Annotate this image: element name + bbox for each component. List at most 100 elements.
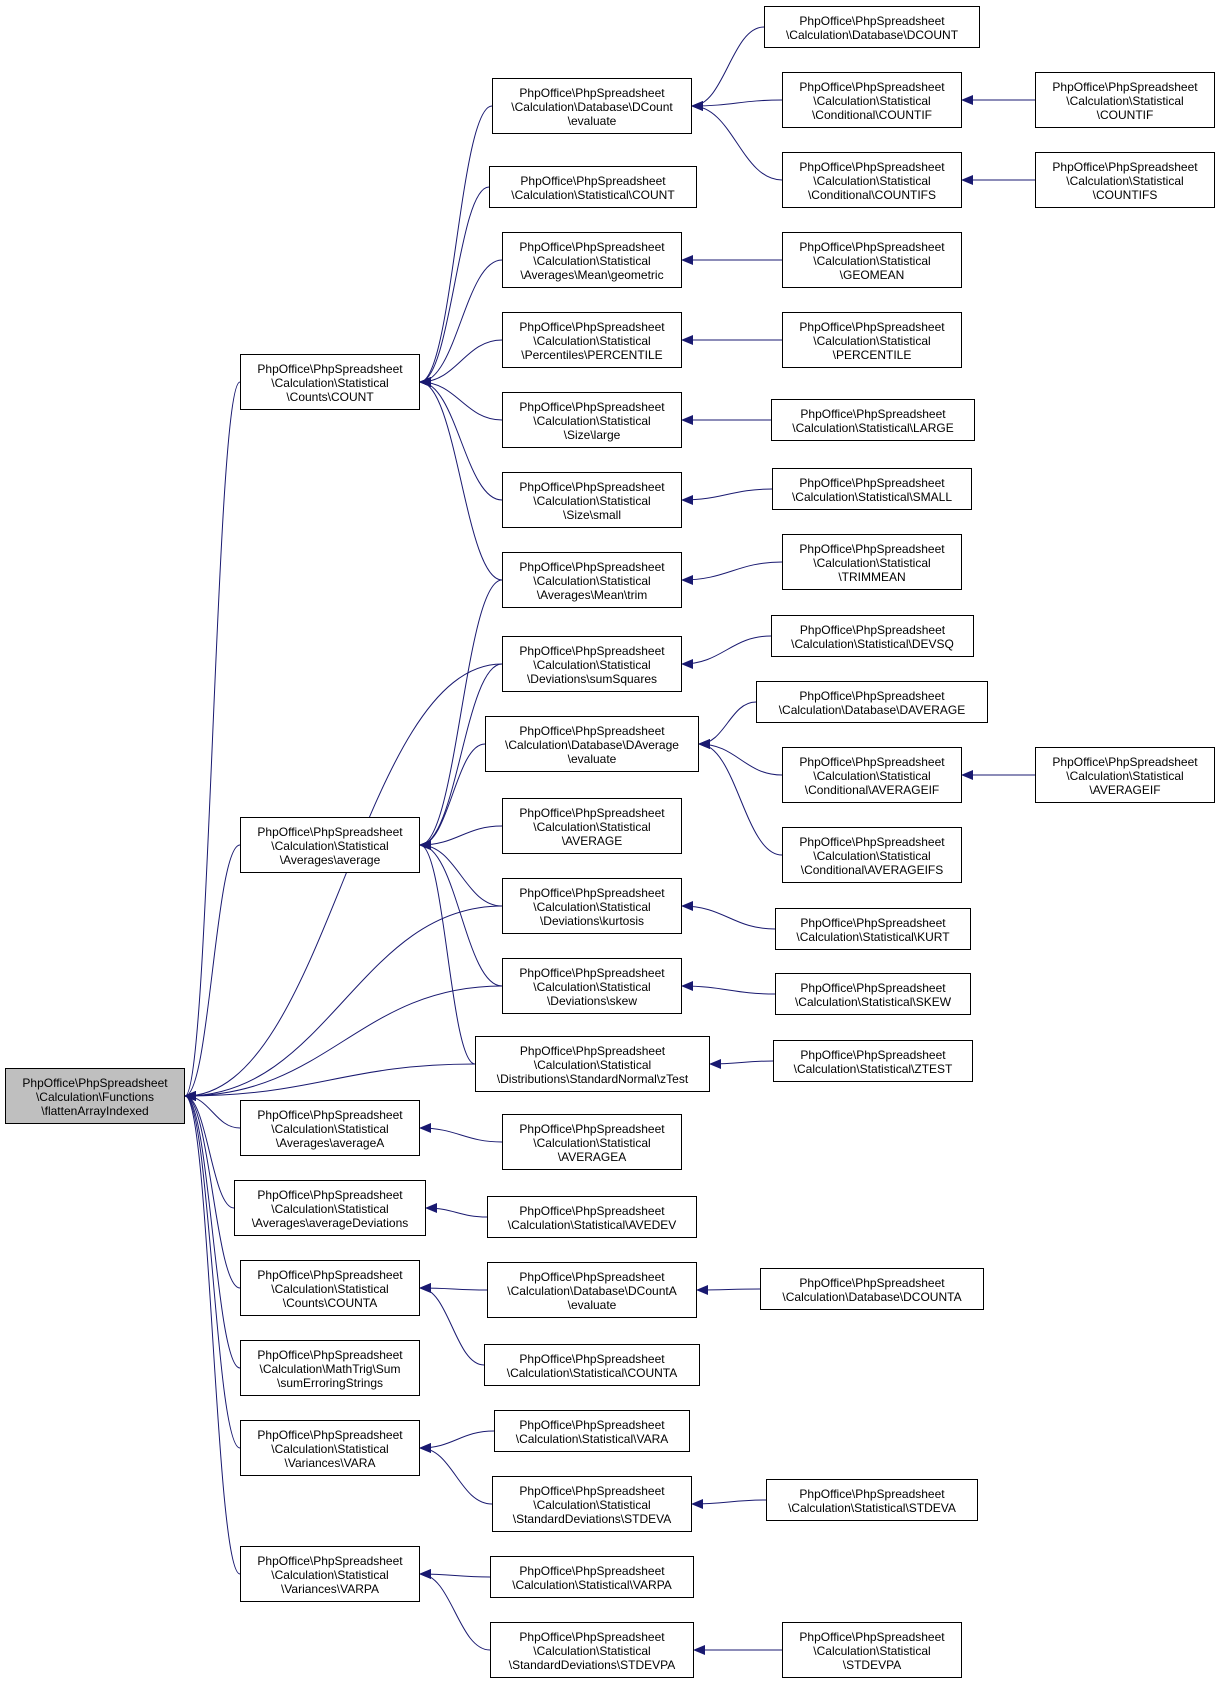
- edge-statDEVSQ-to-devSumSq: [681, 635, 772, 669]
- node-statSTDEVA[interactable]: PhpOffice\PhpSpreadsheet\Calculation\Sta…: [766, 1479, 978, 1521]
- node-label-line: \Calculation\Statistical\COUNT: [511, 188, 675, 202]
- node-statSTDEVPA[interactable]: PhpOffice\PhpSpreadsheet\Calculation\Sta…: [782, 1622, 962, 1678]
- node-label-line: \Calculation\Database\DCOUNTA: [782, 1290, 962, 1304]
- node-label-line: PhpOffice\PhpSpreadsheet: [799, 14, 945, 28]
- node-label-line: \Averages\averageDeviations: [251, 1216, 409, 1230]
- edge-devSumSq-to-root: [184, 663, 503, 1101]
- node-label-line: PhpOffice\PhpSpreadsheet: [257, 1108, 403, 1122]
- node-condCOUNTIFS[interactable]: PhpOffice\PhpSpreadsheet\Calculation\Sta…: [782, 152, 962, 208]
- node-sizeSmall[interactable]: PhpOffice\PhpSpreadsheet\Calculation\Sta…: [502, 472, 682, 528]
- node-label-line: PhpOffice\PhpSpreadsheet: [799, 835, 945, 849]
- edge-dcountaEval-to-countsCountA: [419, 1283, 488, 1294]
- node-label-line: \Calculation\Statistical: [271, 839, 389, 853]
- node-sizeLarge[interactable]: PhpOffice\PhpSpreadsheet\Calculation\Sta…: [502, 392, 682, 448]
- node-label-line: \Calculation\Statistical\COUNTA: [506, 1366, 678, 1380]
- node-label-line: PhpOffice\PhpSpreadsheet: [519, 480, 665, 494]
- node-statVARPA[interactable]: PhpOffice\PhpSpreadsheet\Calculation\Sta…: [490, 1556, 694, 1598]
- node-avgAverageA[interactable]: PhpOffice\PhpSpreadsheet\Calculation\Sta…: [240, 1100, 420, 1156]
- node-statCOUNTIF[interactable]: PhpOffice\PhpSpreadsheet\Calculation\Sta…: [1035, 72, 1215, 128]
- node-label-line: \Deviations\skew: [546, 994, 638, 1008]
- node-countsCountA[interactable]: PhpOffice\PhpSpreadsheet\Calculation\Sta…: [240, 1260, 420, 1316]
- node-label-line: PhpOffice\PhpSpreadsheet: [519, 240, 665, 254]
- node-statAVERAGEIF[interactable]: PhpOffice\PhpSpreadsheet\Calculation\Sta…: [1035, 747, 1215, 803]
- node-label-line: \Calculation\Statistical: [533, 980, 651, 994]
- node-label-line: \Size\small: [562, 508, 621, 522]
- node-label-line: \Calculation\Statistical: [1066, 769, 1184, 783]
- node-label-line: PhpOffice\PhpSpreadsheet: [519, 1044, 666, 1058]
- node-devSumSq[interactable]: PhpOffice\PhpSpreadsheet\Calculation\Sta…: [502, 636, 682, 692]
- node-devKurtosis[interactable]: PhpOffice\PhpSpreadsheet\Calculation\Sta…: [502, 878, 682, 934]
- node-countsCount[interactable]: PhpOffice\PhpSpreadsheet\Calculation\Sta…: [240, 354, 420, 410]
- node-sdSTDEVA[interactable]: PhpOffice\PhpSpreadsheet\Calculation\Sta…: [492, 1476, 692, 1532]
- node-label-line: PhpOffice\PhpSpreadsheet: [22, 1076, 168, 1090]
- node-pctPERCENTILE[interactable]: PhpOffice\PhpSpreadsheet\Calculation\Sta…: [502, 312, 682, 368]
- edge-sdSTDEVA-to-varVARA: [419, 1443, 493, 1505]
- node-condAVERAGEIFS[interactable]: PhpOffice\PhpSpreadsheet\Calculation\Sta…: [782, 827, 962, 883]
- node-meanTrim[interactable]: PhpOffice\PhpSpreadsheet\Calculation\Sta…: [502, 552, 682, 608]
- node-label-line: \Calculation\Statistical: [533, 334, 651, 348]
- node-statCOUNTA[interactable]: PhpOffice\PhpSpreadsheet\Calculation\Sta…: [484, 1344, 700, 1386]
- node-label-line: PhpOffice\PhpSpreadsheet: [800, 407, 946, 421]
- node-label-line: \sumErroringStrings: [276, 1376, 384, 1390]
- node-label-line: PhpOffice\PhpSpreadsheet: [800, 981, 946, 995]
- node-statSMALL[interactable]: PhpOffice\PhpSpreadsheet\Calculation\Sta…: [772, 468, 972, 510]
- edge-meanTrim-to-avgAverage: [419, 579, 503, 850]
- node-avgAverage[interactable]: PhpOffice\PhpSpreadsheet\Calculation\Sta…: [240, 817, 420, 873]
- node-label-line: PhpOffice\PhpSpreadsheet: [257, 362, 403, 376]
- node-label-line: \Calculation\Statistical\SMALL: [791, 490, 953, 504]
- node-label-line: PhpOffice\PhpSpreadsheet: [519, 806, 665, 820]
- node-sumErroring[interactable]: PhpOffice\PhpSpreadsheet\Calculation\Mat…: [240, 1340, 420, 1396]
- node-statPERCENTILE[interactable]: PhpOffice\PhpSpreadsheet\Calculation\Sta…: [782, 312, 962, 368]
- node-varVARPA[interactable]: PhpOffice\PhpSpreadsheet\Calculation\Sta…: [240, 1546, 420, 1602]
- node-statSKEW[interactable]: PhpOffice\PhpSpreadsheet\Calculation\Sta…: [775, 973, 971, 1015]
- node-label-line: \Calculation\Statistical: [533, 658, 651, 672]
- node-label-line: PhpOffice\PhpSpreadsheet: [519, 560, 665, 574]
- node-statAVERAGEA[interactable]: PhpOffice\PhpSpreadsheet\Calculation\Sta…: [502, 1114, 682, 1170]
- node-statAVERAGE[interactable]: PhpOffice\PhpSpreadsheet\Calculation\Sta…: [502, 798, 682, 854]
- node-label-line: \Calculation\Statistical: [533, 1644, 651, 1658]
- node-devSkew[interactable]: PhpOffice\PhpSpreadsheet\Calculation\Sta…: [502, 958, 682, 1014]
- node-root[interactable]: PhpOffice\PhpSpreadsheet\Calculation\Fun…: [5, 1068, 185, 1124]
- node-distZTest[interactable]: PhpOffice\PhpSpreadsheet\Calculation\Sta…: [475, 1036, 710, 1092]
- node-label-line: \Calculation\Statistical: [271, 1122, 389, 1136]
- node-label-line: \Calculation\Statistical: [271, 1568, 389, 1582]
- node-statVARA[interactable]: PhpOffice\PhpSpreadsheet\Calculation\Sta…: [494, 1410, 690, 1452]
- edge-dbDCOUNT-to-dcountEval: [691, 26, 765, 111]
- node-statAVEDEV[interactable]: PhpOffice\PhpSpreadsheet\Calculation\Sta…: [487, 1196, 697, 1238]
- node-statKURT[interactable]: PhpOffice\PhpSpreadsheet\Calculation\Sta…: [775, 908, 971, 950]
- node-statZTEST[interactable]: PhpOffice\PhpSpreadsheet\Calculation\Sta…: [773, 1040, 973, 1082]
- node-label-line: \Calculation\Statistical\DEVSQ: [791, 637, 954, 651]
- node-statLARGE[interactable]: PhpOffice\PhpSpreadsheet\Calculation\Sta…: [771, 399, 975, 441]
- node-avgDeviations[interactable]: PhpOffice\PhpSpreadsheet\Calculation\Sta…: [234, 1180, 426, 1236]
- node-label-line: \Calculation\Statistical: [271, 1282, 389, 1296]
- node-dbDAVERAGE[interactable]: PhpOffice\PhpSpreadsheet\Calculation\Dat…: [756, 681, 988, 723]
- node-dcountEval[interactable]: PhpOffice\PhpSpreadsheet\Calculation\Dat…: [492, 78, 692, 134]
- edge-sizeLarge-to-countsCount: [419, 377, 503, 421]
- node-statDEVSQ[interactable]: PhpOffice\PhpSpreadsheet\Calculation\Sta…: [771, 615, 974, 657]
- node-label-line: \Calculation\Statistical: [533, 900, 651, 914]
- node-daverageEval[interactable]: PhpOffice\PhpSpreadsheet\Calculation\Dat…: [485, 716, 699, 772]
- node-statCOUNTIFS[interactable]: PhpOffice\PhpSpreadsheet\Calculation\Sta…: [1035, 152, 1215, 208]
- node-label-line: PhpOffice\PhpSpreadsheet: [257, 1268, 403, 1282]
- node-statGEOMEAN[interactable]: PhpOffice\PhpSpreadsheet\Calculation\Sta…: [782, 232, 962, 288]
- node-varVARA[interactable]: PhpOffice\PhpSpreadsheet\Calculation\Sta…: [240, 1420, 420, 1476]
- node-dbDCOUNT[interactable]: PhpOffice\PhpSpreadsheet\Calculation\Dat…: [764, 6, 980, 48]
- node-meanGeo[interactable]: PhpOffice\PhpSpreadsheet\Calculation\Sta…: [502, 232, 682, 288]
- node-label-line: PhpOffice\PhpSpreadsheet: [799, 1630, 945, 1644]
- node-dcountaEval[interactable]: PhpOffice\PhpSpreadsheet\Calculation\Dat…: [487, 1262, 697, 1318]
- node-label-line: \Calculation\Statistical: [271, 376, 389, 390]
- node-label-line: PhpOffice\PhpSpreadsheet: [799, 1276, 945, 1290]
- node-statCOUNT[interactable]: PhpOffice\PhpSpreadsheet\Calculation\Sta…: [489, 166, 697, 208]
- node-label-line: PhpOffice\PhpSpreadsheet: [799, 542, 945, 556]
- node-dbDCOUNTA[interactable]: PhpOffice\PhpSpreadsheet\Calculation\Dat…: [760, 1268, 984, 1310]
- node-statTRIMMEAN[interactable]: PhpOffice\PhpSpreadsheet\Calculation\Sta…: [782, 534, 962, 590]
- node-condAVERAGEIF[interactable]: PhpOffice\PhpSpreadsheet\Calculation\Sta…: [782, 747, 962, 803]
- node-label-line: \Calculation\MathTrig\Sum: [259, 1362, 401, 1376]
- edge-statCOUNTA-to-countsCountA: [419, 1283, 485, 1366]
- node-label-line: \GEOMEAN: [839, 268, 905, 282]
- node-label-line: PhpOffice\PhpSpreadsheet: [519, 1270, 665, 1284]
- node-condCOUNTIF[interactable]: PhpOffice\PhpSpreadsheet\Calculation\Sta…: [782, 72, 962, 128]
- node-sdSTDEVPA[interactable]: PhpOffice\PhpSpreadsheet\Calculation\Sta…: [490, 1622, 694, 1678]
- node-label-line: \Calculation\Statistical: [813, 1644, 931, 1658]
